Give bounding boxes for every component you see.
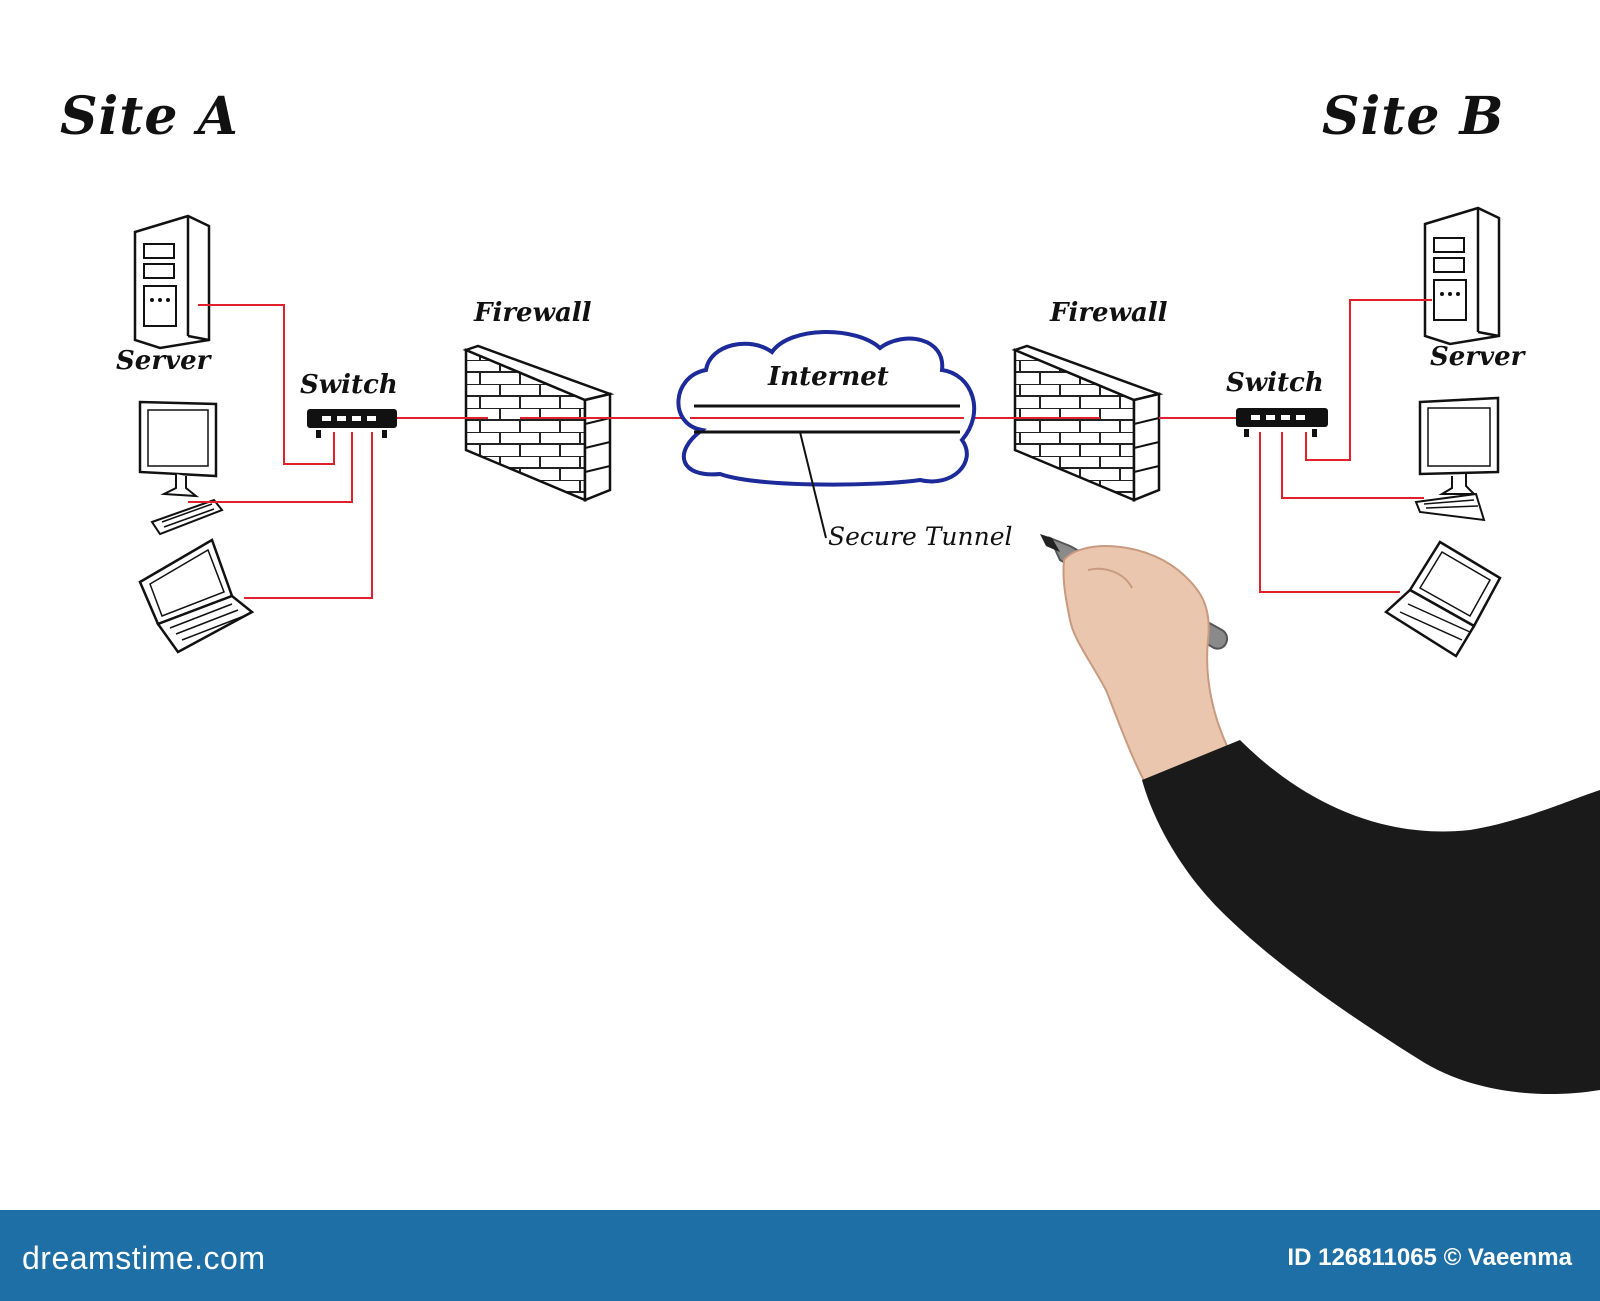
secure-tunnel-label: Secure Tunnel — [828, 522, 1013, 551]
sleeve — [1142, 740, 1600, 1095]
monitor-icon — [138, 400, 218, 498]
tunnel-pointer — [799, 431, 827, 539]
switch-label: Switch — [300, 370, 398, 400]
site-b-title: Site B — [1322, 86, 1505, 147]
monitor-icon — [1418, 396, 1500, 495]
firewall-label: Firewall — [1050, 298, 1168, 328]
server-label: Server — [116, 346, 211, 376]
network-links — [188, 299, 1432, 599]
firewall-icon — [1011, 344, 1164, 502]
keyboard-icon — [150, 498, 224, 536]
server-icon — [1423, 206, 1501, 346]
laptop-icon — [1383, 540, 1502, 658]
site-a-title: Site A — [60, 86, 239, 147]
firewall-icon — [462, 344, 615, 502]
laptop-icon — [138, 538, 255, 654]
switch-icon — [1236, 408, 1328, 437]
diagram-canvas — [133, 206, 1600, 1095]
firewall-label: Firewall — [474, 298, 592, 328]
network-diagram: Site A Site B Server Switch Firewall Fir… — [60, 86, 1600, 1095]
stock-footer-bar: dreamstime.com ID 126811065 © Vaeenma — [0, 1210, 1600, 1301]
server-icon — [133, 214, 211, 350]
hand-icon — [1062, 545, 1232, 794]
switch-icon — [307, 409, 397, 438]
keyboard-icon — [1414, 492, 1486, 522]
brand-watermark: dreamstime.com — [22, 1240, 266, 1276]
server-label: Server — [1430, 342, 1525, 372]
internet-label: Internet — [768, 362, 889, 392]
cloud-icon — [676, 330, 977, 487]
switch-label: Switch — [1226, 368, 1324, 398]
image-credit: ID 126811065 © Vaeenma — [1287, 1244, 1572, 1271]
